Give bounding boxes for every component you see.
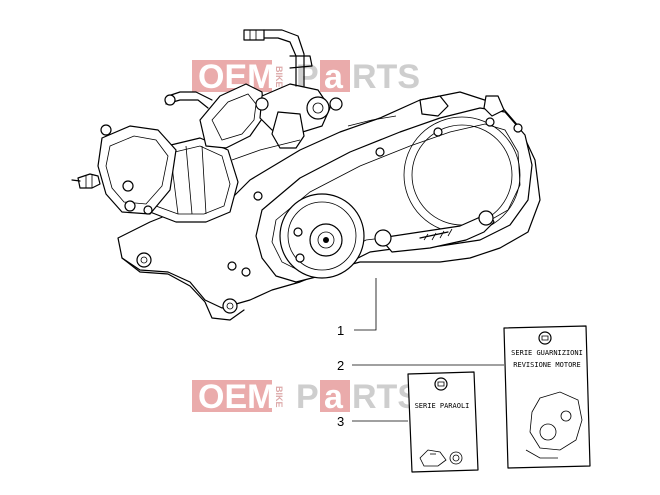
brand-logo-icon (538, 331, 552, 345)
watermark-rts: RTS (352, 58, 420, 96)
watermark-a: a (324, 58, 344, 96)
leader-line-1 (354, 278, 377, 331)
brand-logo-icon (434, 377, 448, 391)
callout-2: 2 (337, 358, 344, 373)
watermark-top: OEM BIKE P a RTS (192, 58, 420, 96)
oil-seal-set-label: SERIE PARAOLI (415, 402, 470, 410)
gasket-set-kit: SERIE GUARNIZIONI REVISIONE MOTORE (503, 325, 591, 469)
watermark-bottom: OEM BIKE P a RTS (192, 378, 420, 416)
callout-1: 1 (337, 323, 344, 338)
gasket-set-label-line2: REVISIONE MOTORE (513, 361, 580, 369)
callout-3: 3 (337, 414, 344, 429)
gasket-set-label-line1: SERIE GUARNIZIONI (511, 349, 583, 357)
oil-seal-set-kit: SERIE PARAOLI (407, 371, 479, 473)
watermark-bike: BIKE (274, 66, 284, 88)
leader-lines (352, 278, 504, 422)
watermark-oem: OEM (198, 378, 275, 416)
watermark-a: a (324, 378, 344, 416)
watermark-p: P (296, 378, 319, 416)
watermark-bike: BIKE (274, 386, 284, 408)
engine-assembly-drawing (71, 29, 541, 321)
